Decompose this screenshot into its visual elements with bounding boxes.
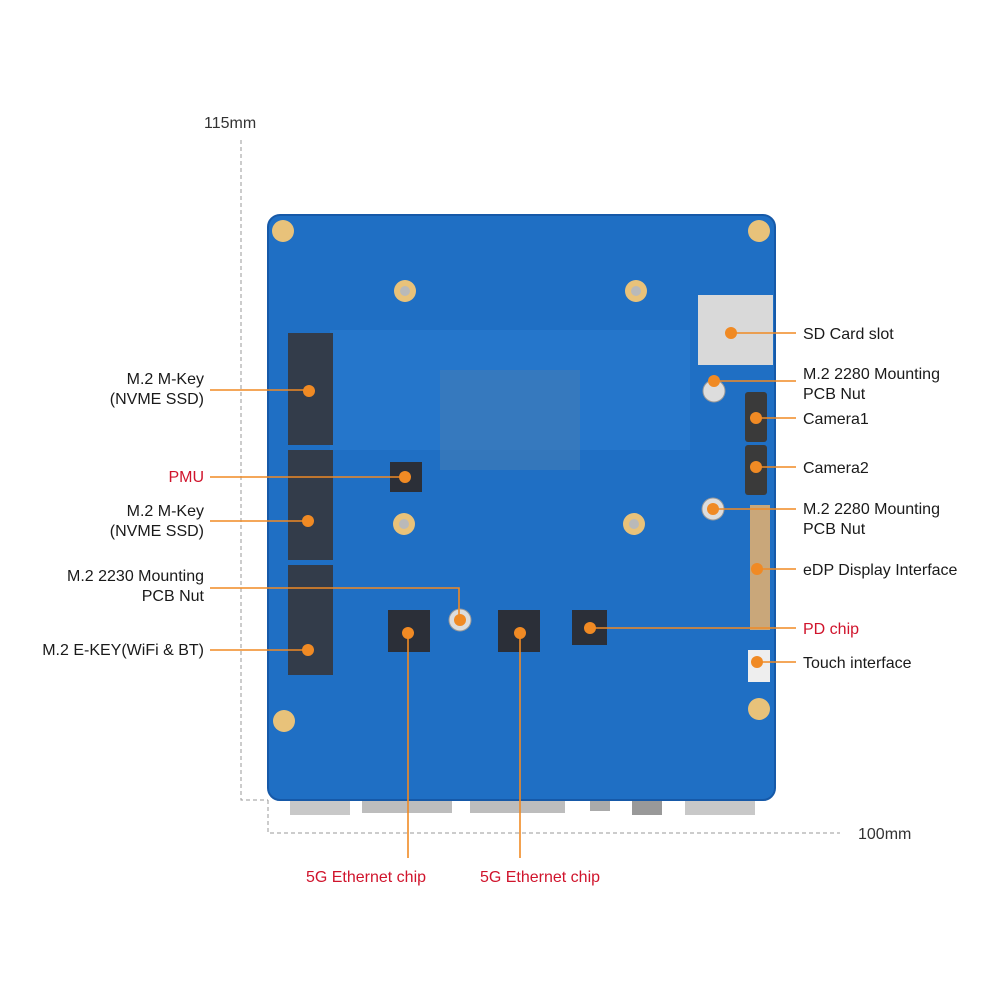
label-edp: eDP Display Interface	[803, 562, 958, 579]
pcb-board	[267, 214, 776, 801]
label-touch: Touch interface	[803, 655, 912, 672]
height-dimension: 115mm	[204, 115, 256, 132]
label-m2-2280-nut-1-sub: PCB Nut	[803, 386, 866, 403]
dimension-lines: 115mm 100mm	[204, 115, 911, 843]
m2-slots	[288, 333, 333, 675]
label-pmu: PMU	[168, 469, 204, 486]
label-sd-card: SD Card slot	[803, 326, 894, 343]
label-camera2: Camera2	[803, 460, 869, 477]
label-m2-2230-nut-sub: PCB Nut	[142, 588, 205, 605]
label-m2-2230-nut: M.2 2230 Mounting	[67, 568, 204, 585]
label-m2-mkey-1-sub: (NVME SSD)	[110, 391, 204, 408]
label-pd-chip: PD chip	[803, 621, 859, 638]
label-m2-ekey: M.2 E-KEY(WiFi & BT)	[42, 642, 204, 659]
label-ethernet-chip-2: 5G Ethernet chip	[480, 869, 600, 886]
callouts-bottom: 5G Ethernet chip 5G Ethernet chip	[306, 627, 600, 886]
label-ethernet-chip-1: 5G Ethernet chip	[306, 869, 426, 886]
width-dimension: 100mm	[858, 826, 911, 843]
label-m2-2280-nut-1: M.2 2280 Mounting	[803, 366, 940, 383]
callouts-left: M.2 M-Key (NVME SSD) PMU M.2 M-Key (NVME…	[42, 371, 466, 659]
label-m2-mkey-2-sub: (NVME SSD)	[110, 523, 204, 540]
label-m2-2280-nut-2-sub: PCB Nut	[803, 521, 866, 538]
label-camera1: Camera1	[803, 411, 869, 428]
mounting-holes	[272, 220, 770, 732]
label-m2-mkey-2: M.2 M-Key	[127, 503, 204, 520]
label-m2-mkey-1: M.2 M-Key	[127, 371, 204, 388]
callouts-right: SD Card slot M.2 2280 Mounting PCB Nut C…	[584, 326, 958, 672]
label-m2-2280-nut-2: M.2 2280 Mounting	[803, 501, 940, 518]
